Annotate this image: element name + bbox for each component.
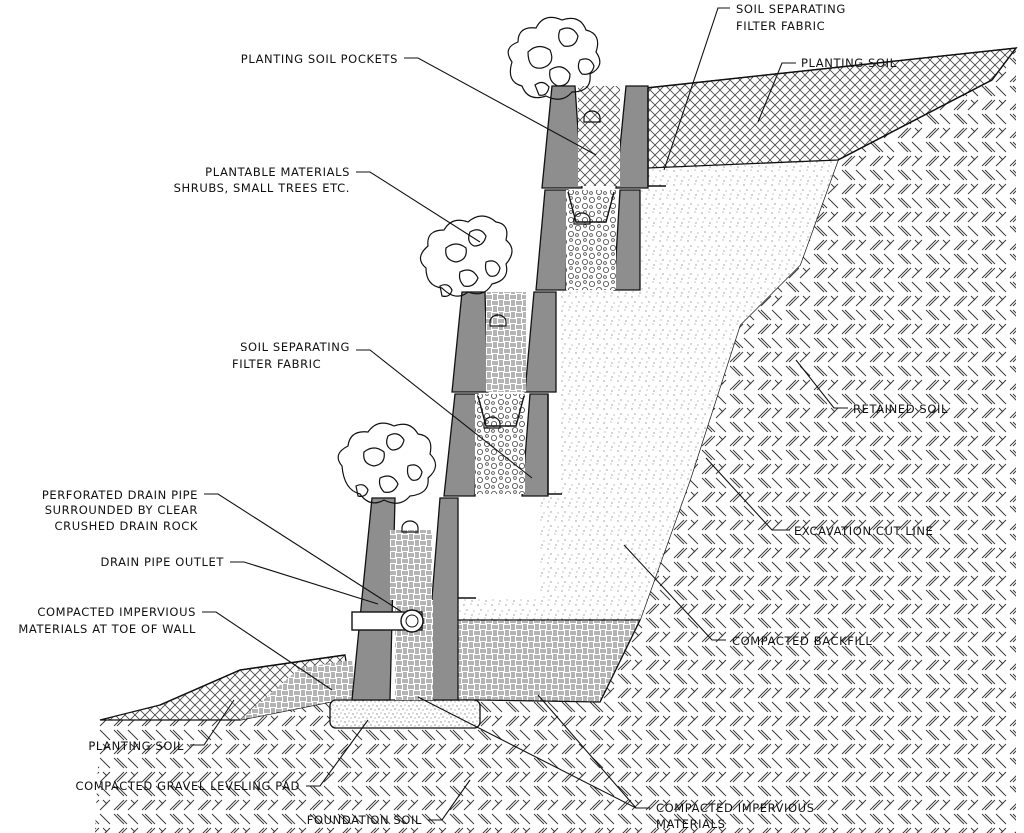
- pocket-drains: [401, 110, 601, 533]
- gravel-leveling-pad: [329, 699, 481, 729]
- ground-line: [159, 654, 346, 706]
- wall-tier-3: [451, 291, 557, 393]
- label-excavation-cut-line: EXCAVATION CUT LINE: [794, 524, 934, 538]
- leader-lines: [190, 7, 848, 821]
- label-foundation-soil: FOUNDATION SOIL: [307, 813, 422, 827]
- label-compacted-toe-1: COMPACTED IMPERVIOUS: [37, 605, 196, 619]
- wall-tier-5: [541, 85, 649, 189]
- label-drain-pipe-outlet: DRAIN PIPE OUTLET: [101, 555, 225, 569]
- drain-pipe: [351, 609, 424, 633]
- label-perforated-drain-3: CRUSHED DRAIN ROCK: [55, 519, 198, 533]
- filter-fabric-mid: [547, 394, 562, 495]
- label-gravel-leveling-pad: COMPACTED GRAVEL LEVELING PAD: [75, 779, 300, 793]
- label-planting-soil-bottom: PLANTING SOIL: [88, 739, 184, 753]
- wall-tier-2: [443, 393, 549, 497]
- label-perforated-drain-2: SURROUNDED BY CLEAR: [45, 503, 198, 517]
- label-soil-fabric-mid-1: SOIL SEPARATING: [240, 340, 350, 354]
- retained-foundation-soil: [95, 48, 1016, 833]
- label-plantable-materials-2: SHRUBS, SMALL TREES ETC.: [174, 181, 350, 195]
- label-compacted-impervious-2: MATERIALS: [656, 817, 726, 831]
- filter-fabric-top: [647, 88, 666, 187]
- label-soil-fabric-top-1: SOIL SEPARATING: [736, 2, 846, 16]
- wall-tier-1: [351, 497, 459, 701]
- label-planting-soil-top: PLANTING SOIL: [801, 56, 897, 70]
- top-ground-line: [645, 47, 1018, 161]
- shrub-top-icon: [507, 16, 601, 100]
- wall-tier-4: [535, 189, 641, 291]
- label-plantable-materials-1: PLANTABLE MATERIALS: [205, 165, 350, 179]
- label-perforated-drain-1: PERFORATED DRAIN PIPE: [42, 488, 198, 502]
- label-soil-fabric-mid-2: FILTER FABRIC: [232, 357, 321, 371]
- label-planting-soil-pockets: PLANTING SOIL POCKETS: [241, 52, 398, 66]
- label-retained-soil: RETAINED SOIL: [853, 402, 948, 416]
- compacted-backfill: [456, 160, 838, 620]
- label-soil-fabric-top-2: FILTER FABRIC: [736, 19, 825, 33]
- label-compacted-toe-2: MATERIALS AT TOE OF WALL: [18, 622, 196, 636]
- shrub-bottom-icon: [337, 422, 437, 504]
- shrub-middle-icon: [419, 215, 513, 297]
- label-compacted-impervious-1: COMPACTED IMPERVIOUS: [656, 801, 815, 815]
- label-compacted-backfill: COMPACTED BACKFILL: [732, 634, 872, 648]
- compacted-impervious-toe: [240, 660, 355, 720]
